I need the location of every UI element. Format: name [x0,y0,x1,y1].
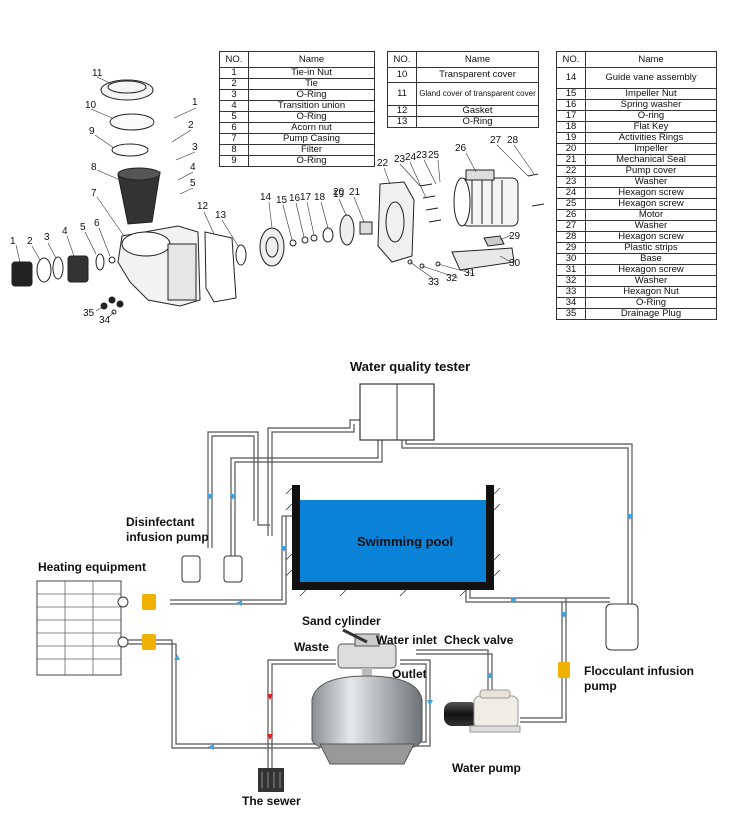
callout-3: 3 [44,232,50,243]
callout-30: 30 [509,258,521,269]
flow-arrows [174,494,633,750]
part-number: 11 [387,82,417,106]
waste-label: Waste [294,640,329,654]
sand-cylinder-label: Sand cylinder [302,614,381,628]
callout-14: 14 [260,192,272,203]
callout-2a: 2 [188,120,194,131]
water-pump-label: Water pump [452,761,521,775]
callout-13: 13 [215,210,227,221]
callout-21: 21 [349,187,361,198]
callout-17: 17 [300,192,312,203]
part-name: Gland cover of transparent cover [416,82,539,106]
check-valve-label: Check valve [444,633,514,647]
callout-27: 27 [490,135,502,146]
exploded-pump-view [11,76,545,319]
callout-3a: 3 [192,142,198,153]
callout-23b: 23 [416,150,428,161]
callout-7: 7 [91,188,97,199]
swimming-pool-label: Swimming pool [357,534,453,549]
callout-28: 28 [507,135,519,146]
callout-16: 16 [289,193,301,204]
callout-1: 1 [10,236,16,247]
table-header-row: NO.Name [556,51,717,68]
callout-29: 29 [509,231,521,242]
callout-4: 4 [62,226,68,237]
flocculant-label-line2: pump [584,679,617,693]
water-quality-tester-label: Water quality tester [350,359,470,374]
callout-10: 10 [85,100,97,111]
callout-5: 5 [80,222,86,233]
table-header-row: NO.Name [387,51,539,68]
heating-equipment: Heating equipment [36,560,156,676]
callout-26: 26 [455,143,467,154]
callout-34: 34 [99,315,111,326]
callout-12: 12 [197,201,209,212]
callout-35: 35 [83,308,95,319]
callout-9: 9 [89,126,95,137]
disinfectant-infusion-pump: Disinfectant infusion pump [126,515,243,583]
callout-11: 11 [92,68,103,79]
disinfectant-label-line1: Disinfectant [126,515,195,529]
callout-4a: 4 [190,162,196,173]
part-name: O-Ring [416,116,539,128]
water-quality-tester: Water quality tester [350,359,470,441]
heating-equipment-label: Heating equipment [38,560,146,574]
part-callouts: 11 10 9 8 7 1 2 3 4 5 12 13 1 2 3 4 5 6 … [10,68,521,326]
callout-1a: 1 [192,97,198,108]
callout-32: 32 [446,273,458,284]
part-name: O-Ring [248,155,375,167]
flocculant-infusion-pump: Flocculant infusion pump [558,603,694,693]
callout-18: 18 [314,192,326,203]
valve-icon [142,594,156,650]
water-pump: Water pump [444,689,521,775]
callout-22: 22 [377,158,389,169]
callout-20: 20 [333,187,345,198]
water-inlet-label: Water inlet [376,633,437,647]
flocculant-label-line1: Flocculant infusion [584,664,694,678]
sand-cylinder: Sand cylinder Waste Water inlet Check va… [294,614,514,765]
callout-24: 24 [405,152,417,163]
disinfectant-label-line2: infusion pump [126,530,209,544]
callout-6: 6 [94,218,100,229]
callout-8: 8 [91,162,97,173]
callout-2: 2 [27,236,33,247]
part-name: Drainage Plug [585,308,717,320]
callout-5a: 5 [190,178,196,189]
callout-15: 15 [276,195,288,206]
sewer: The sewer [242,768,301,808]
callout-31: 31 [464,268,476,279]
callout-25: 25 [428,150,440,161]
sewer-label: The sewer [242,794,301,808]
callout-19: 19 [333,189,345,200]
outlet-label: Outlet [392,667,427,681]
callout-23: 23 [394,154,406,165]
callout-33: 33 [428,277,440,288]
swimming-pool: Swimming pool [285,485,501,597]
